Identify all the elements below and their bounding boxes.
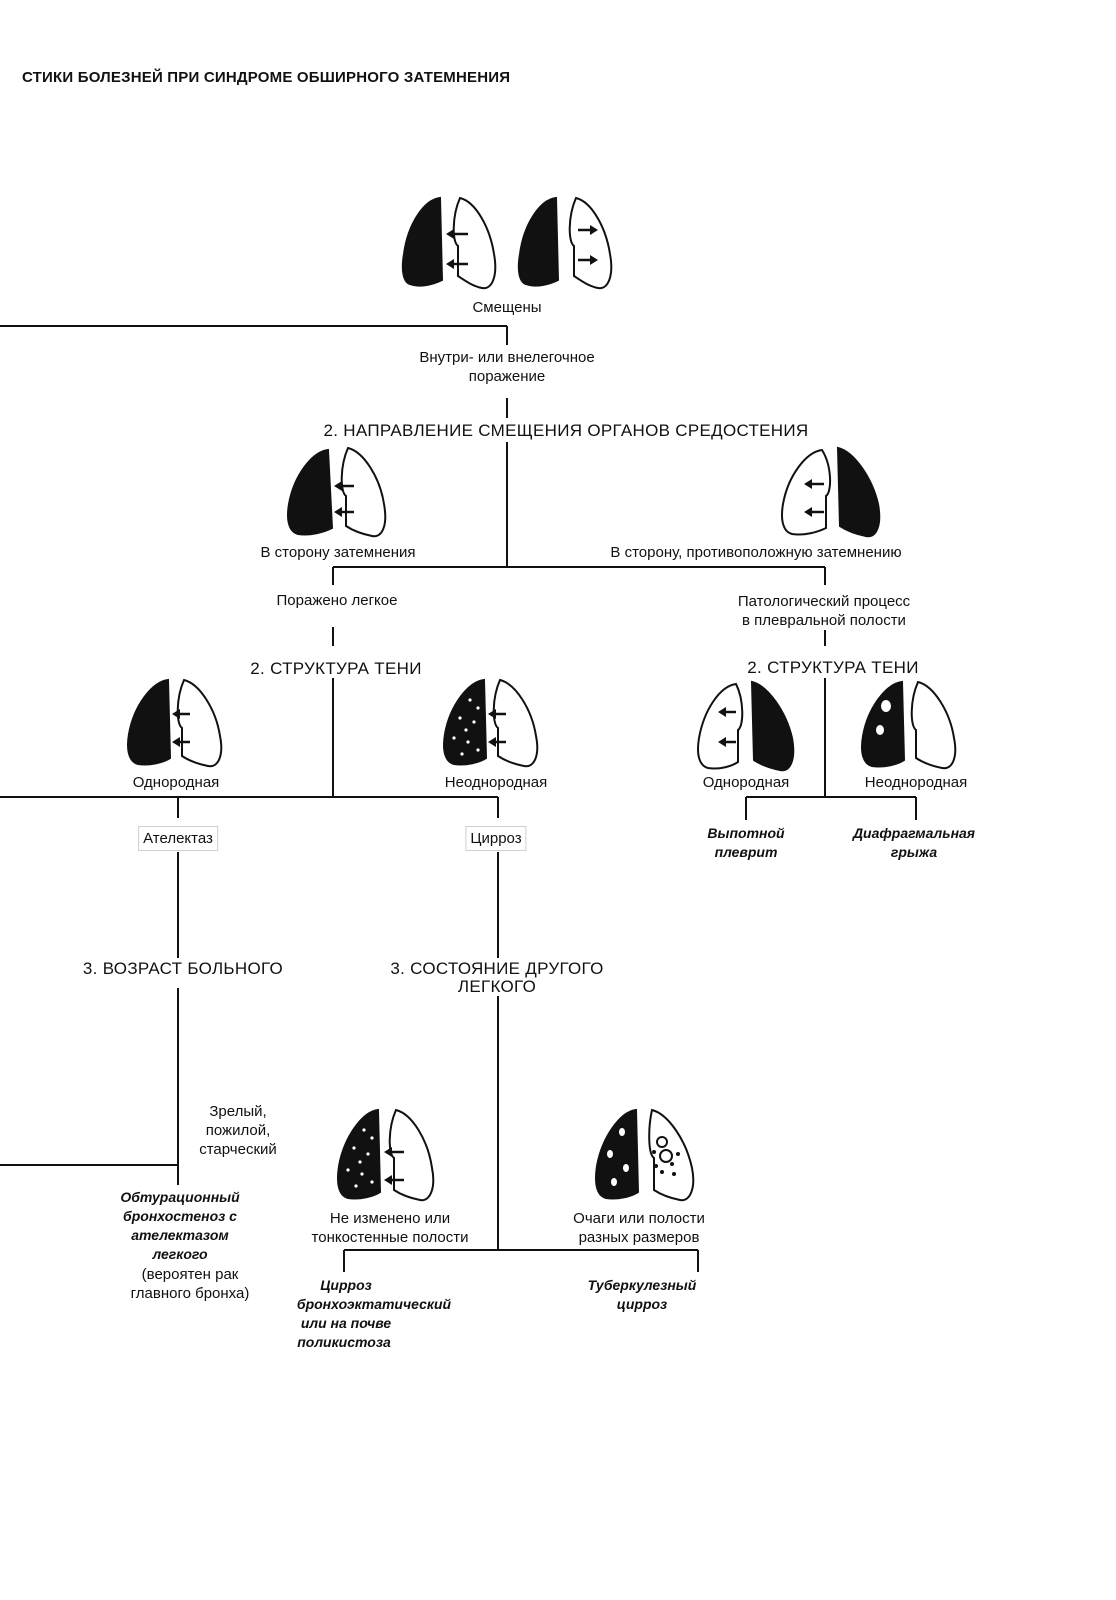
note-lesion-line2: поражение [468,368,546,385]
result-hernia-line2: грыжа [890,844,938,860]
note-lesion-line1: Внутри- или внелегочное [419,349,595,366]
lung-diagram-other-unchanged [337,1108,435,1202]
page-title: СТИКИ БОЛЕЗНЕЙ ПРИ СИНДРОМЕ ОБШИРНОГО ЗА… [22,69,511,86]
result-effusion-line1: Выпотной [707,825,785,841]
result-obstruction-line3: ателектазом [131,1227,229,1243]
lung-diagram-toward-opacity [287,446,387,538]
result-cancer-note-line2: главного бронха) [130,1285,250,1302]
note-pleural-process-line2: в плевральной полости [742,612,906,629]
result-cirrhosis-line2: бронхоэктатический [296,1296,452,1312]
heading-patient-age: 3. ВОЗРАСТ БОЛЬНОГО [82,959,284,978]
result-cirrhosis-line3: или на почве [300,1315,392,1331]
note-lung-affected: Поражено легкое [276,592,398,609]
result-obstruction-line4: легкого [152,1246,208,1262]
heading-shift-direction: 2. НАПРАВЛЕНИЕ СМЕЩЕНИЯ ОРГАНОВ СРЕДОСТЕ… [323,421,809,440]
note-pleural-process-line1: Патологический процесс [737,593,911,610]
label-unchanged-line2: тонкостенные полости [311,1229,469,1246]
lung-diagram-effusion [697,680,795,772]
result-cirrhosis-line1: Цирроз [320,1277,372,1293]
label-atelectasis: Ателектаз [138,826,218,851]
lung-diagram-homogeneous [127,678,223,768]
lung-diagram-hernia [861,680,957,770]
label-shifted: Смещены [472,299,542,316]
heading-structure-left: 2. СТРУКТУРА ТЕНИ [250,659,422,678]
label-unchanged-line1: Не изменено или [329,1210,451,1227]
result-effusion-line2: плеврит [714,844,778,860]
label-toward-opacity: В сторону затемнения [260,544,416,561]
label-heterogeneous-right: Неоднородная [864,774,968,791]
heading-other-lung-line1: 3. СОСТОЯНИЕ ДРУГОГО [390,959,604,978]
result-obstruction-line2: бронхостеноз с [123,1208,237,1224]
lung-diagram-shift-toward [401,196,497,290]
note-age-line3: старческий [199,1141,277,1158]
lung-diagram-heterogeneous [443,678,539,768]
label-cirrhosis: Цирроз [465,826,527,851]
lung-diagram-away-opacity [781,446,881,538]
label-homogeneous-right: Однородная [702,774,790,791]
label-homogeneous-left: Однородная [132,774,220,791]
label-foci-line1: Очаги или полости [573,1210,705,1227]
lung-diagram-shift-away [517,196,613,290]
note-age-line1: Зрелый, [209,1103,267,1120]
label-away-from-opacity: В сторону, противоположную затемнению [610,544,902,561]
note-age-line2: пожилой, [205,1122,271,1139]
heading-structure-right: 2. СТРУКТУРА ТЕНИ [747,658,919,677]
result-hernia-line1: Диафрагмальная [852,825,976,841]
lung-diagram-other-foci [595,1108,695,1202]
result-tb-cirrhosis-line2: цирроз [616,1296,668,1312]
result-tb-cirrhosis-line1: Туберкулезный [587,1277,697,1293]
result-cirrhosis-line4: поликистоза [297,1334,391,1350]
label-foci-line2: разных размеров [578,1229,700,1246]
result-obstruction-line1: Обтурационный [120,1189,240,1205]
heading-other-lung-line2: ЛЕГКОГО [457,977,537,996]
label-heterogeneous-left: Неоднородная [444,774,548,791]
result-cancer-note-line1: (вероятен рак [141,1266,239,1283]
